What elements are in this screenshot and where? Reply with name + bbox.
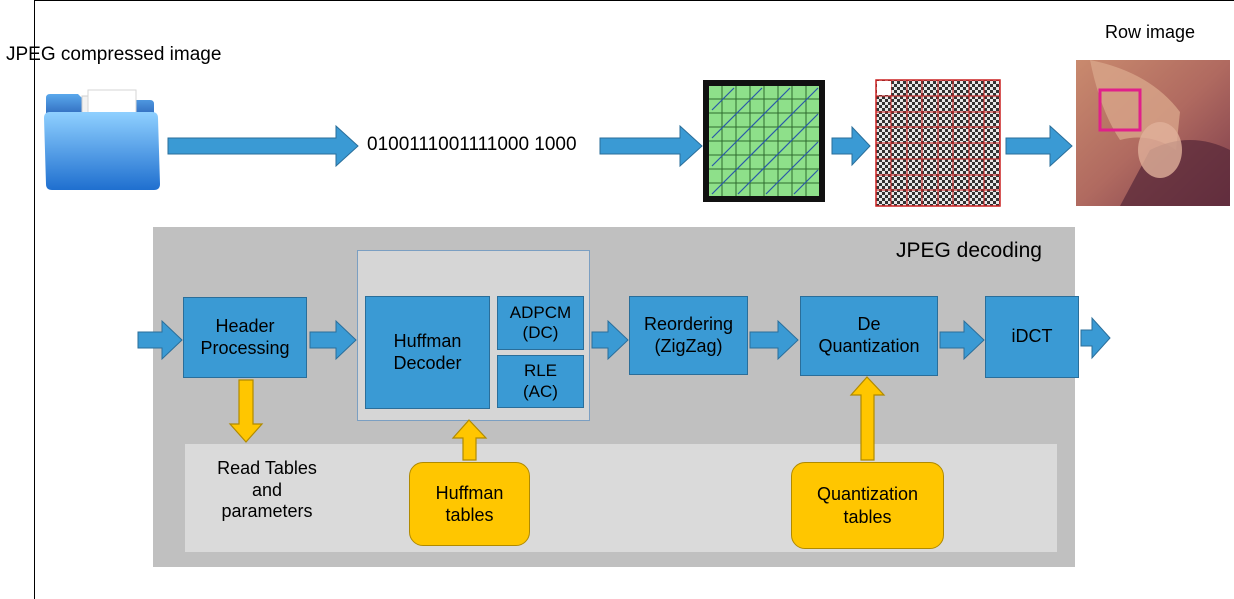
huffman-decoder-block: Huffman Decoder (365, 296, 490, 409)
adpcm-label: ADPCM (DC) (509, 302, 572, 342)
read-tables-label: Read Tables and parameters (217, 458, 317, 522)
decode-arrow-3 (1005, 124, 1073, 168)
dequant-to-idct-arrow (939, 319, 985, 361)
huffman-tables-arrow (451, 419, 488, 461)
rle-label: RLE (AC) (523, 361, 558, 401)
rle-block: RLE (AC) (497, 355, 584, 408)
huffman-decoder-label: Huffman Decoder (393, 330, 462, 373)
quantization-tables-box: Quantization tables (791, 462, 944, 549)
decode-arrow-1 (599, 124, 703, 168)
reorder-to-dequant-arrow (749, 319, 799, 361)
decode-arrow-2 (831, 125, 871, 167)
top-row-graphics (44, 60, 1230, 207)
header-processing-label: Header Processing (200, 315, 290, 358)
figure-frame (34, 0, 1234, 599)
dct-coefficient-grid-icon (703, 80, 825, 202)
idct-label: iDCT (1011, 326, 1053, 347)
raw-portrait-image (1076, 60, 1230, 206)
huffman-tables-label: Huffman tables (435, 482, 504, 526)
folder-icon (44, 89, 160, 190)
adpcm-block: ADPCM (DC) (497, 296, 584, 350)
dequantization-label: De Quantization (818, 314, 920, 356)
output-arrow (1080, 316, 1111, 360)
huffman-to-reorder-arrow (591, 319, 629, 361)
idct-block: iDCT (985, 296, 1079, 378)
reordering-block: Reordering (ZigZag) (629, 296, 748, 375)
bitstream-label: 0100111001111000 1000 (367, 134, 577, 155)
header-processing-block: Header Processing (183, 297, 307, 378)
read-tables-arrow (228, 379, 264, 443)
input-arrow (137, 319, 183, 361)
dequantization-block: De Quantization (800, 296, 938, 376)
bitstream-arrow (167, 124, 359, 168)
quantization-tables-label: Quantization tables (816, 484, 919, 527)
quant-tables-arrow (849, 376, 886, 461)
huffman-tables-box: Huffman tables (409, 462, 530, 546)
dct-basis-grid-icon (875, 79, 1001, 207)
reordering-label: Reordering (ZigZag) (643, 313, 734, 356)
jpeg-decoding-title: JPEG decoding (896, 239, 1042, 262)
raw-image-label: Row image (1104, 22, 1196, 42)
compressed-image-label: JPEG compressed image (6, 44, 222, 65)
header-to-huffman-arrow (309, 319, 357, 361)
